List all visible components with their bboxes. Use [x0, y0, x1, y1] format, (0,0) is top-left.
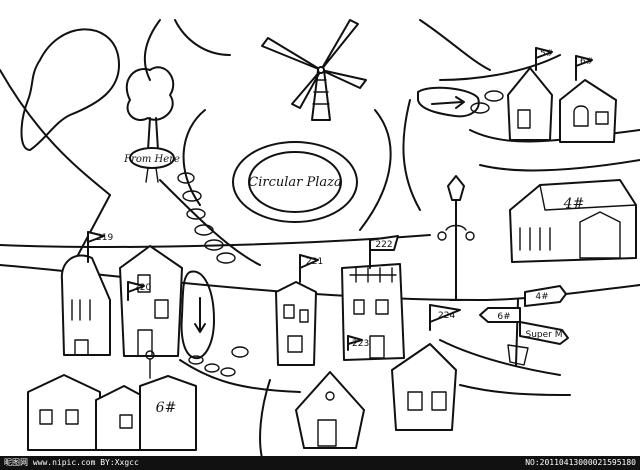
label-220: 220 — [134, 283, 151, 293]
start-sign-label: From Here — [123, 154, 180, 165]
small-house-center — [295, 371, 365, 449]
label-222: 222 — [375, 240, 392, 250]
stepping-stones — [177, 90, 504, 377]
label-6: 6# — [156, 400, 177, 416]
label-221: 221 — [306, 257, 323, 267]
label-224: 224 — [438, 311, 455, 321]
footprint-right — [417, 86, 480, 118]
building-6: 6# — [27, 374, 197, 451]
building-220: 220 — [119, 245, 183, 357]
label-219: 219 — [96, 233, 113, 243]
signpost-arm-super: Super M — [526, 330, 563, 340]
label-5: 5# — [540, 49, 553, 59]
label-4: 4# — [563, 196, 585, 212]
lake — [20, 28, 121, 151]
tree — [125, 66, 175, 151]
watermark-left: 昵图网 www.nipic.com BY:Xxgcc — [4, 458, 139, 467]
building-219: 219 — [60, 231, 113, 356]
start-sign: From Here — [123, 147, 180, 183]
label-223: 223 — [352, 339, 369, 349]
lamp-post — [437, 175, 475, 301]
windmill — [261, 19, 367, 121]
watermark-right: NO:20110413000021595180 — [525, 458, 636, 467]
signpost-arm-4: 4# — [535, 292, 548, 302]
circular-plaza: Circular Plaza — [232, 141, 358, 223]
flower — [145, 350, 155, 379]
house-bottom-right — [391, 343, 457, 431]
building-224: 224 — [429, 304, 461, 331]
building-6-top: 6# — [559, 55, 617, 143]
plaza-label: Circular Plaza — [248, 175, 341, 190]
building-4: 4# — [509, 179, 637, 263]
building-5: 5# — [507, 47, 553, 141]
watermark-bar: 昵图网 www.nipic.com BY:Xxgcc NO:2011041300… — [0, 456, 640, 470]
building-222: 222 223 — [341, 235, 405, 361]
footprint-down — [180, 270, 215, 360]
building-221: 221 — [275, 254, 323, 366]
label-6-top: 6# — [580, 57, 593, 67]
signpost: 4# 6# Super M — [479, 285, 569, 366]
signpost-arm-6: 6# — [497, 312, 510, 322]
